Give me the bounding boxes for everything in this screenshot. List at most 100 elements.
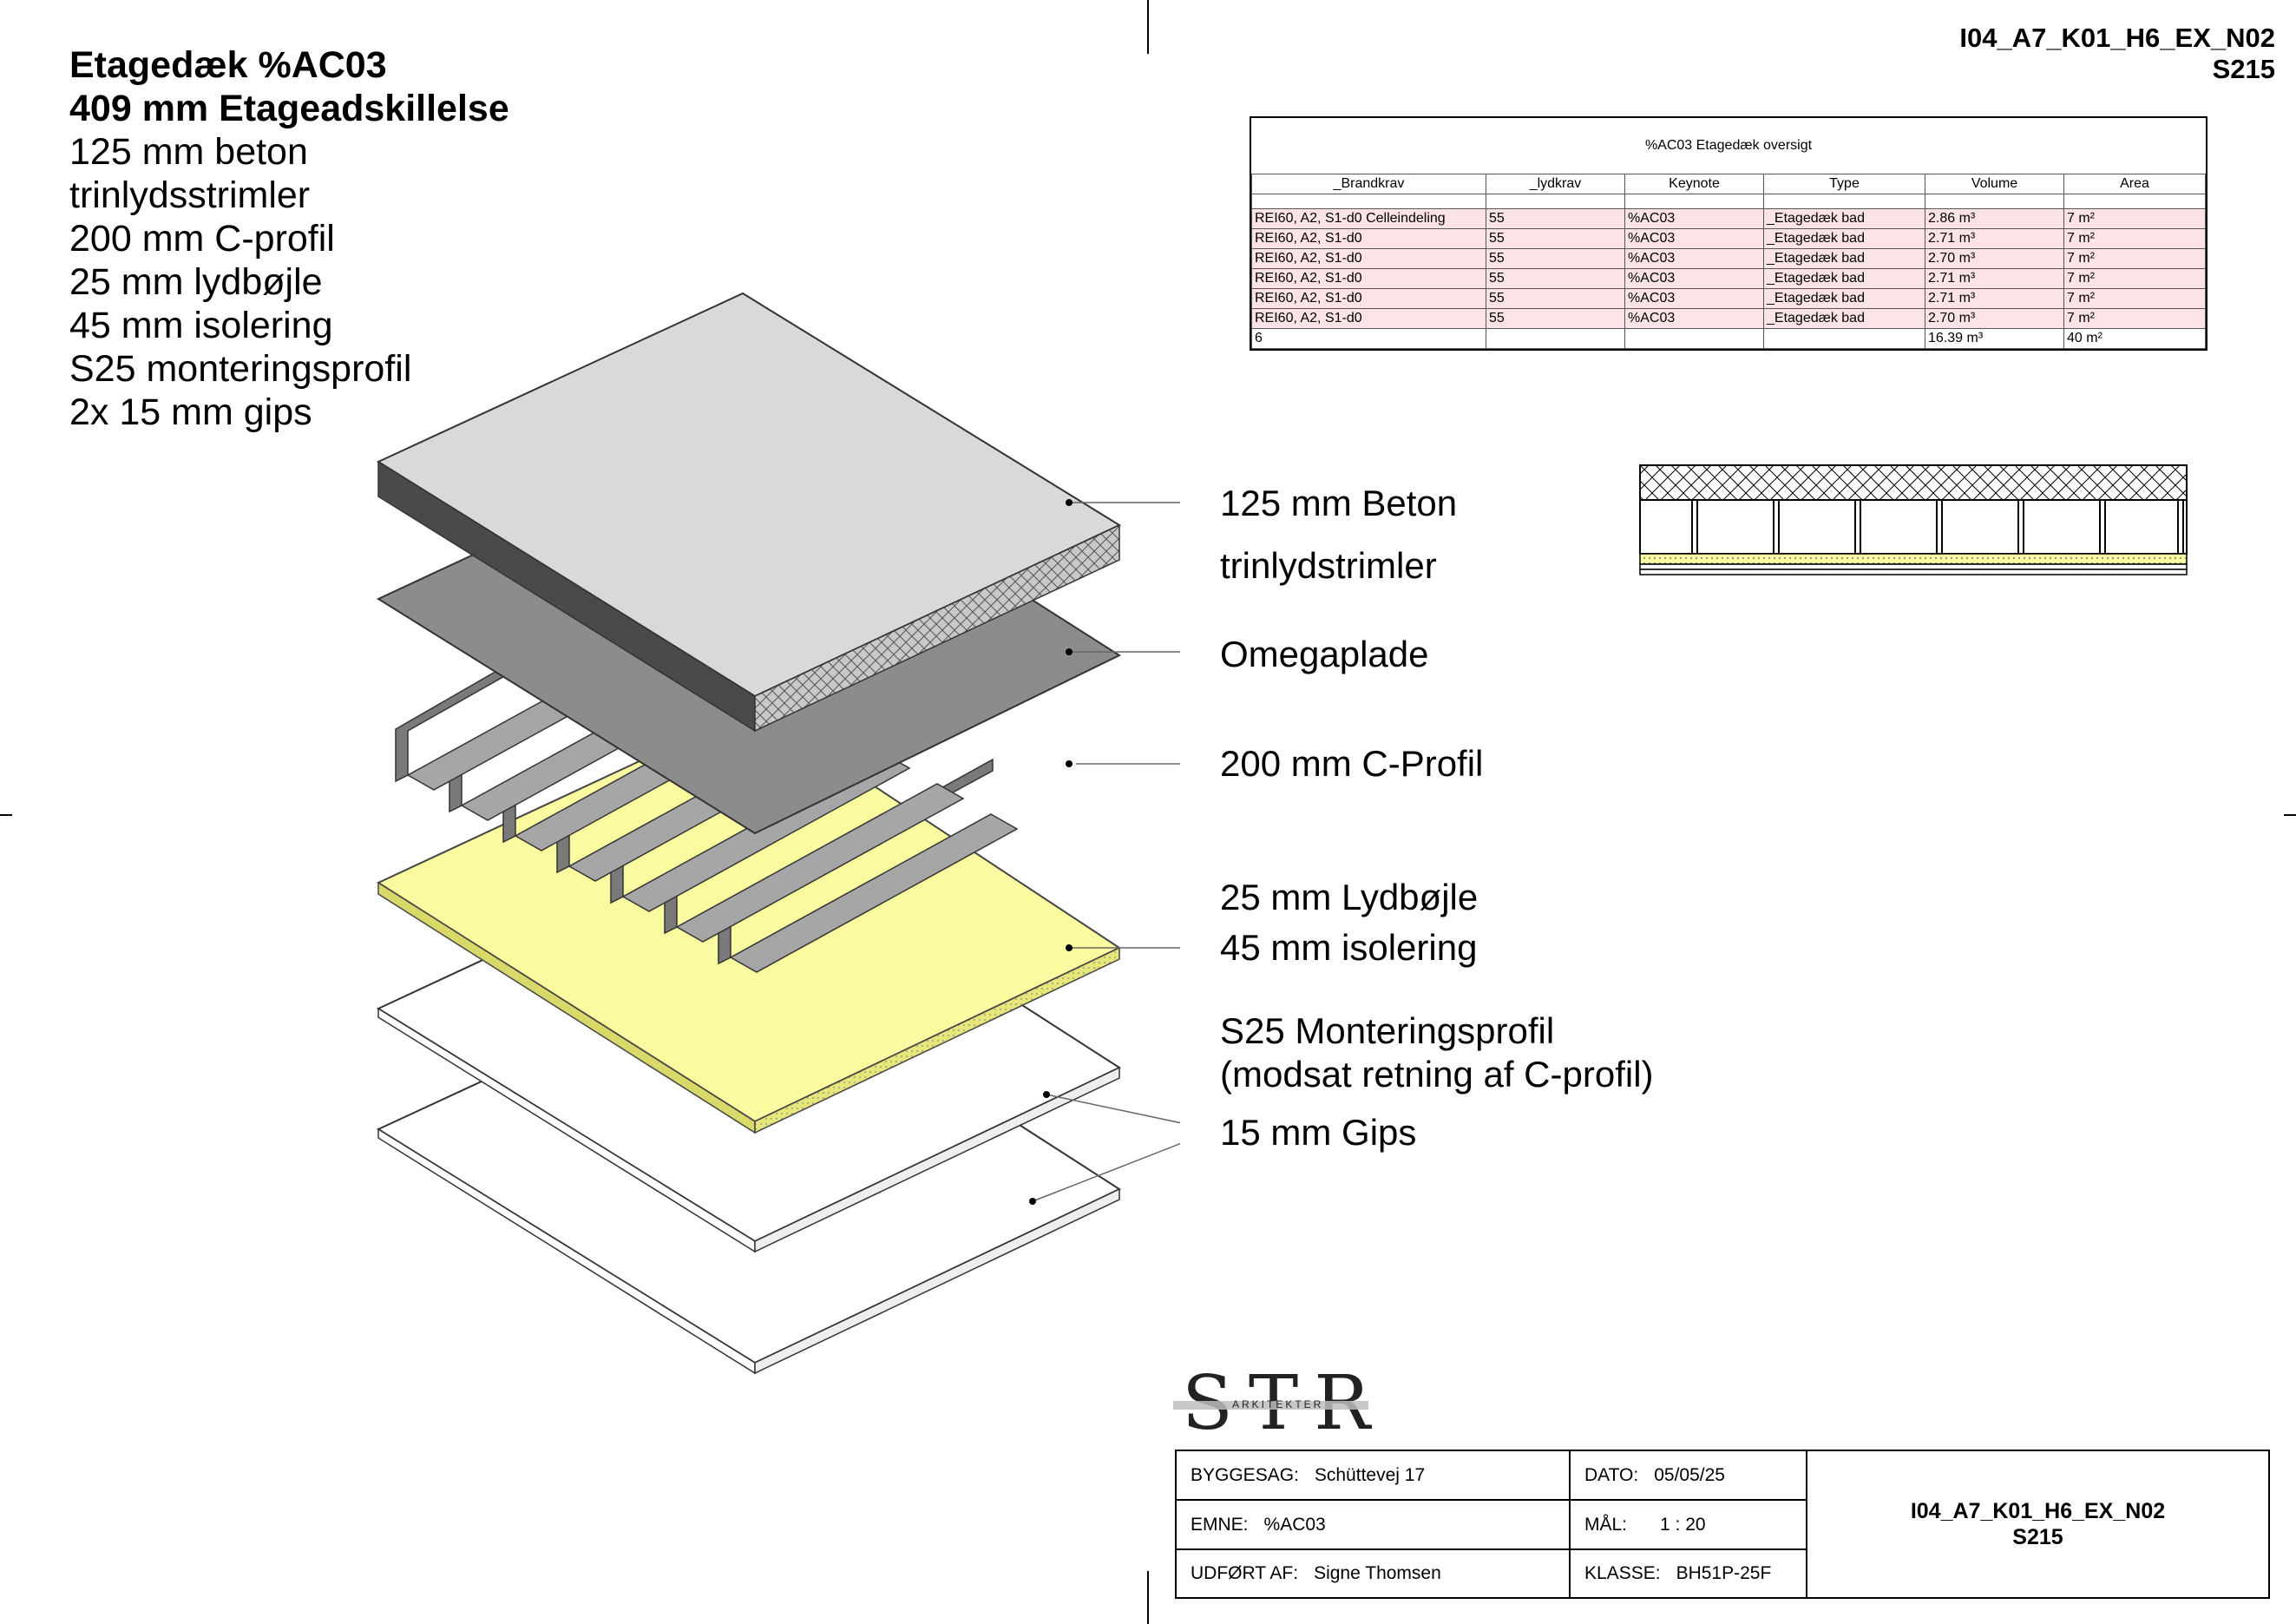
table-cell: _Etagedæk bad bbox=[1763, 308, 1925, 329]
section-insulation bbox=[1639, 553, 2188, 565]
sheet-number: S215 bbox=[2212, 54, 2275, 84]
frame-tick-right bbox=[2284, 814, 2296, 816]
section-profiles bbox=[1691, 500, 2184, 554]
leader-dots bbox=[1029, 499, 1073, 1205]
table-cell: REI60, A2, S1-d0 bbox=[1251, 288, 1486, 309]
layer-line: 200 mm C-profil bbox=[69, 218, 335, 260]
table-cell: 7 m² bbox=[2063, 228, 2206, 249]
layer-line: 2x 15 mm gips bbox=[69, 391, 312, 433]
table-cell: 7 m² bbox=[2063, 248, 2206, 269]
table-cell: 7 m² bbox=[2063, 208, 2206, 229]
assembly-subtitle: 409 mm Etageadskillelse bbox=[69, 88, 509, 129]
table-cell: 55 bbox=[1486, 288, 1625, 309]
table-cell: 2.71 m³ bbox=[1925, 268, 2064, 289]
assembly-title: Etagedæk %AC03 bbox=[69, 44, 387, 86]
table-cell: %AC03 bbox=[1624, 248, 1764, 269]
layer-line: 45 mm isolering bbox=[69, 305, 333, 346]
scale-field: MÅL:1 : 20 bbox=[1584, 1514, 1706, 1535]
table-cell: REI60, A2, S1-d0 Celleindeling bbox=[1251, 208, 1486, 229]
logo-band bbox=[1173, 1401, 1368, 1410]
project-field: BYGGESAG:Schüttevej 17 bbox=[1191, 1464, 1426, 1485]
column-header: Type bbox=[1763, 174, 1925, 194]
table-cell: 7 m² bbox=[2063, 308, 2206, 329]
title-block-code: I04_A7_K01_H6_EX_N02 bbox=[1910, 1499, 2166, 1523]
callout-beton: 125 mm Beton bbox=[1220, 483, 1458, 523]
table-cell: 55 bbox=[1486, 248, 1625, 269]
table-cell: %AC03 bbox=[1624, 288, 1764, 309]
table-cell: 55 bbox=[1486, 208, 1625, 229]
section-gips bbox=[1639, 569, 2188, 575]
title-block-sheet-id: I04_A7_K01_H6_EX_N02 S215 bbox=[1807, 1451, 2268, 1597]
callout-s25-note: (modsat retning af C-profil) bbox=[1220, 1054, 1654, 1095]
section-gips bbox=[1639, 563, 2188, 570]
frame-tick-bottom bbox=[1147, 1571, 1149, 1624]
title-block: BYGGESAG:Schüttevej 17 DATO:05/05/25 EMN… bbox=[1175, 1450, 2270, 1599]
table-cell: 2.70 m³ bbox=[1925, 248, 2064, 269]
table-cell: %AC03 bbox=[1624, 308, 1764, 329]
table-cell: 7 m² bbox=[2063, 288, 2206, 309]
schedule-table: %AC03 Etagedæk oversigt _Brandkrav _lydk… bbox=[1250, 116, 2207, 351]
column-header: _Brandkrav bbox=[1251, 174, 1486, 194]
assembly-description: Etagedæk %AC03 409 mm Etageadskillelse 1… bbox=[69, 43, 509, 434]
column-header: _lydkrav bbox=[1486, 174, 1625, 194]
schedule-title: %AC03 Etagedæk oversigt bbox=[1251, 118, 2206, 174]
table-cell: 2.70 m³ bbox=[1925, 308, 2064, 329]
column-header: Keynote bbox=[1624, 174, 1764, 194]
callout-c-profil: 200 mm C-Profil bbox=[1220, 743, 1484, 784]
table-cell bbox=[1763, 328, 1925, 349]
layer-line: 25 mm lydbøjle bbox=[69, 261, 323, 303]
column-header: Area bbox=[2063, 174, 2206, 194]
section-detail bbox=[1639, 464, 2188, 575]
date-field: DATO:05/05/25 bbox=[1584, 1464, 1725, 1485]
section-void bbox=[1639, 499, 2188, 555]
callout-gips: 15 mm Gips bbox=[1220, 1112, 1417, 1153]
table-cell: 55 bbox=[1486, 268, 1625, 289]
table-cell: %AC03 bbox=[1624, 228, 1764, 249]
table-cell: _Etagedæk bad bbox=[1763, 288, 1925, 309]
callout-isolering: 45 mm isolering bbox=[1220, 927, 1478, 968]
column-header: Volume bbox=[1925, 174, 2064, 194]
section-concrete bbox=[1639, 464, 2188, 501]
sheet-id-top: I04_A7_K01_H6_EX_N02 S215 bbox=[1959, 23, 2275, 85]
layer-line: trinlydsstrimler bbox=[69, 174, 311, 216]
table-cell: REI60, A2, S1-d0 bbox=[1251, 228, 1486, 249]
table-cell: 40 m² bbox=[2063, 328, 2206, 349]
table-cell: REI60, A2, S1-d0 bbox=[1251, 268, 1486, 289]
title-block-number: S215 bbox=[2012, 1525, 2063, 1549]
table-cell: %AC03 bbox=[1624, 208, 1764, 229]
subject-field: EMNE:%AC03 bbox=[1191, 1514, 1326, 1535]
author-field: UDFØRT AF:Signe Thomsen bbox=[1191, 1563, 1441, 1583]
frame-tick-top bbox=[1147, 0, 1149, 54]
firm-logo: STR ARKITEKTER bbox=[1173, 1364, 1373, 1443]
table-cell: _Etagedæk bad bbox=[1763, 228, 1925, 249]
callout-trinlydstrimler: trinlydstrimler bbox=[1220, 545, 1437, 586]
table-cell: 55 bbox=[1486, 228, 1625, 249]
table-cell: 6 bbox=[1251, 328, 1486, 349]
concrete-slab bbox=[376, 292, 1122, 733]
table-cell bbox=[1624, 328, 1764, 349]
layer-line: S25 monteringsprofil bbox=[69, 348, 412, 390]
table-cell: 2.71 m³ bbox=[1925, 228, 2064, 249]
table-cell: 2.71 m³ bbox=[1925, 288, 2064, 309]
frame-tick-left bbox=[0, 814, 12, 816]
callout-s25-profil: S25 Monteringsprofil bbox=[1220, 1010, 1555, 1051]
class-field: KLASSE:BH51P-25F bbox=[1584, 1563, 1772, 1583]
table-cell: 55 bbox=[1486, 308, 1625, 329]
leader-lines bbox=[1032, 502, 1180, 1202]
table-cell: 16.39 m³ bbox=[1925, 328, 2064, 349]
table-cell: %AC03 bbox=[1624, 268, 1764, 289]
table-cell bbox=[1486, 328, 1625, 349]
table-cell: _Etagedæk bad bbox=[1763, 208, 1925, 229]
logo-subtext: ARKITEKTER bbox=[1232, 1398, 1324, 1410]
table-cell: _Etagedæk bad bbox=[1763, 268, 1925, 289]
table-cell: 2.86 m³ bbox=[1925, 208, 2064, 229]
table-cell: _Etagedæk bad bbox=[1763, 248, 1925, 269]
callout-omegaplade: Omegaplade bbox=[1220, 634, 1429, 674]
sheet-code: I04_A7_K01_H6_EX_N02 bbox=[1959, 23, 2275, 53]
callout-lydbojle: 25 mm Lydbøjle bbox=[1220, 877, 1479, 917]
table-cell: REI60, A2, S1-d0 bbox=[1251, 248, 1486, 269]
